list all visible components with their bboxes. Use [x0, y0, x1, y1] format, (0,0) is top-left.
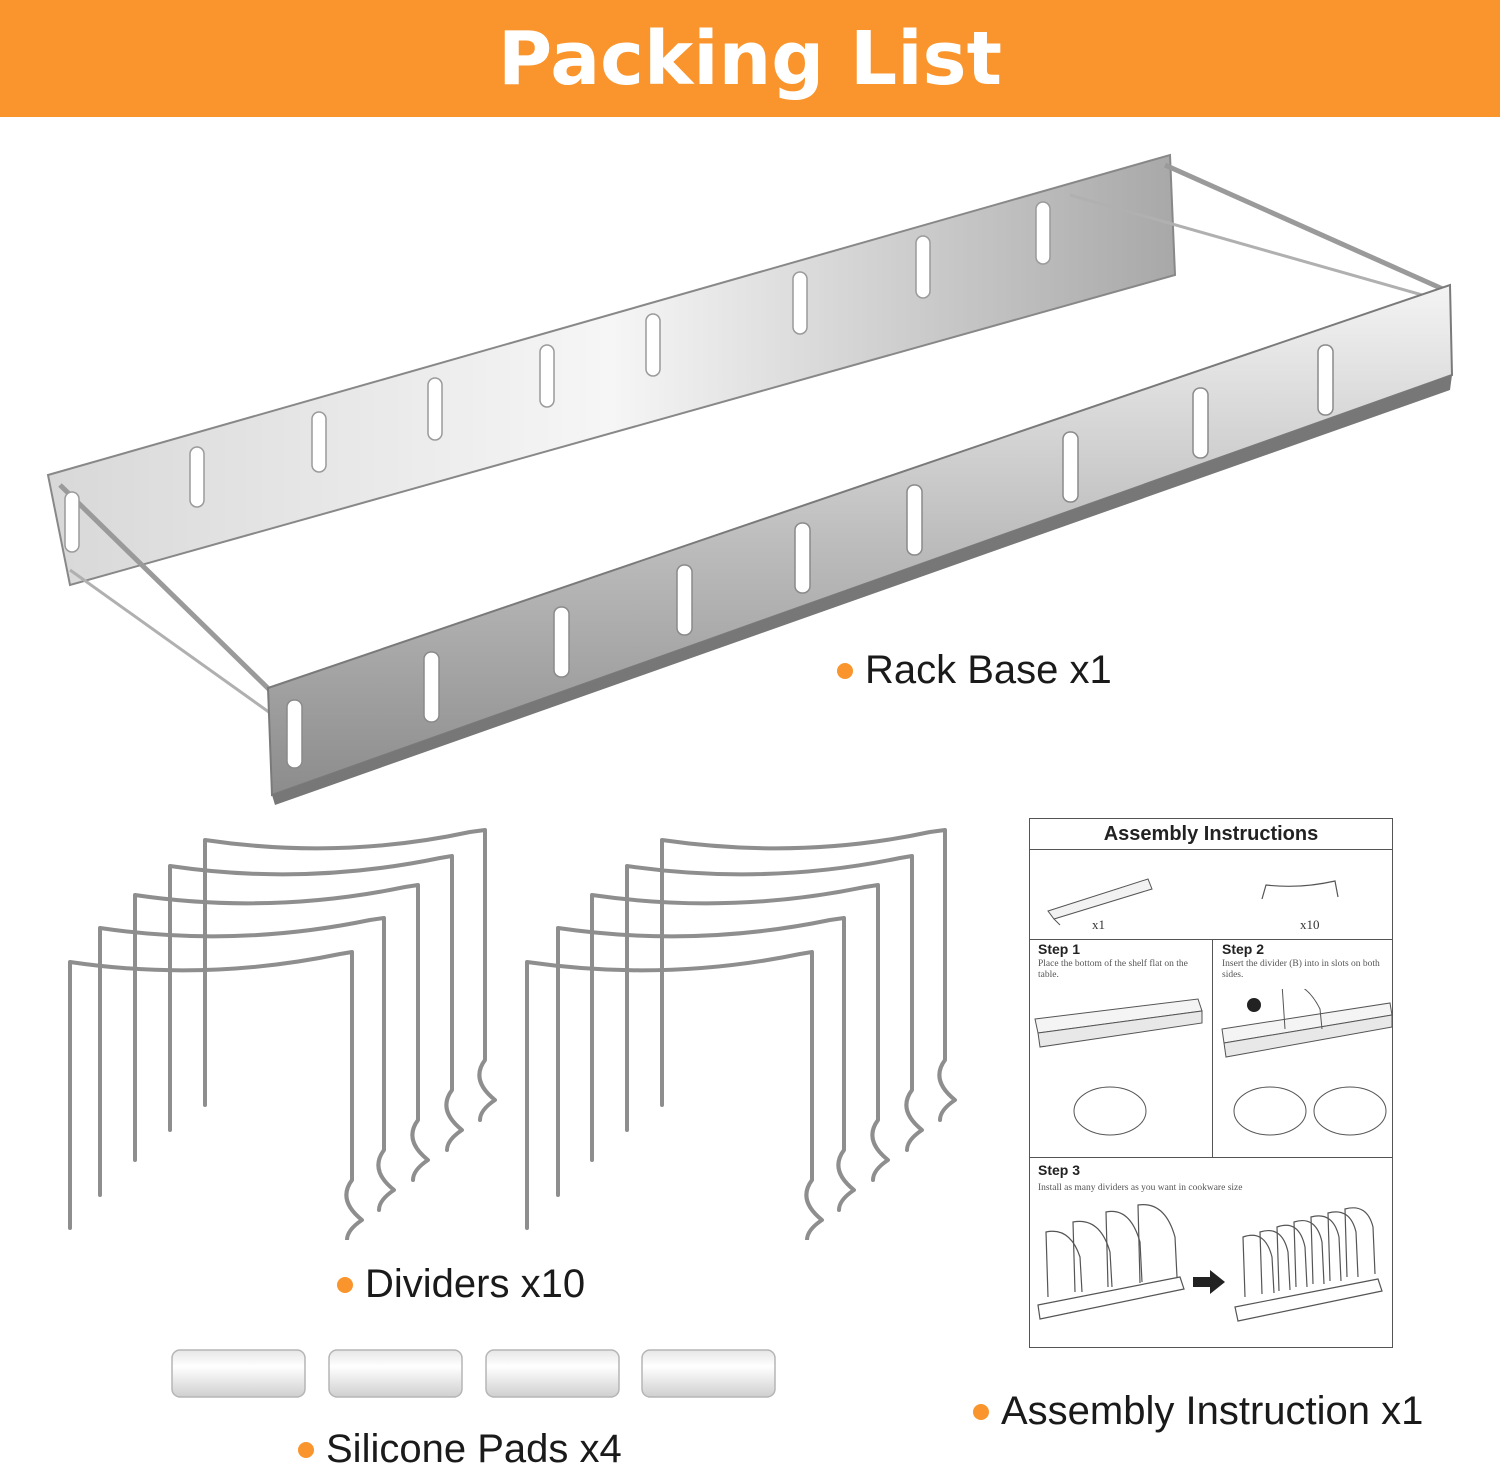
- bullet-icon: [298, 1441, 314, 1458]
- silicone-pads-label: Silicone Pads x4: [298, 1427, 622, 1472]
- step3-title: Step 3: [1038, 1162, 1081, 1178]
- bullet-icon: [837, 662, 853, 679]
- step2-title: Step 2: [1222, 941, 1265, 957]
- rack-base-label: Rack Base x1: [837, 648, 1112, 693]
- parts-illustration: [1047, 878, 1339, 926]
- part-b-marker: B: [1284, 939, 1291, 949]
- assembly-instruction-label: Assembly Instruction x1: [973, 1389, 1423, 1434]
- rack-base-image: [46, 153, 1454, 805]
- header-banner: Packing List: [0, 0, 1500, 117]
- step3-desc: Install as many dividers as you want in …: [1038, 1183, 1243, 1193]
- step2-desc: Insert the divider (B) into in slots on …: [1222, 959, 1380, 980]
- part-a-qty: x1: [1092, 917, 1105, 932]
- step1-desc: Place the bottom of the shelf flat on th…: [1038, 959, 1188, 980]
- assembly-instructions-sheet: Assembly Instructions A B x1 x10 Step 1 …: [1029, 818, 1393, 1348]
- dividers-image: [68, 828, 957, 1240]
- rack-base-text: Rack Base x1: [865, 648, 1112, 692]
- page-title: Packing List: [498, 15, 1002, 102]
- silicone-pads-image: [171, 1349, 776, 1398]
- assembly-instruction-text: Assembly Instruction x1: [1001, 1389, 1424, 1433]
- part-a-marker: A: [1078, 939, 1085, 949]
- dividers-text: Dividers x10: [365, 1262, 586, 1306]
- dividers-label: Dividers x10: [337, 1262, 585, 1307]
- steps-1-2-illustration: [1034, 989, 1392, 1136]
- step1-title: Step 1: [1038, 941, 1081, 957]
- part-b-qty: x10: [1300, 917, 1320, 932]
- instructions-title: Assembly Instructions: [1030, 819, 1392, 850]
- step3-illustration: [1037, 1204, 1383, 1322]
- bullet-icon: [973, 1403, 989, 1420]
- silicone-pads-text: Silicone Pads x4: [326, 1427, 622, 1471]
- bullet-icon: [337, 1276, 353, 1293]
